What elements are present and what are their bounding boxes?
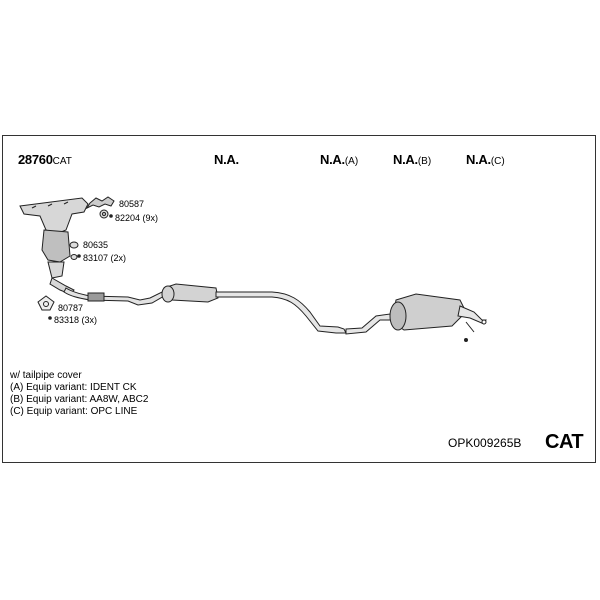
column-header-2: N.A.(A) xyxy=(320,152,359,167)
bullet-83107-icon xyxy=(77,254,81,258)
main-part-number[interactable]: 28760CAT xyxy=(18,152,72,167)
nut-icon xyxy=(99,209,109,219)
column-header-3: N.A.(B) xyxy=(393,152,432,167)
part-label-82204[interactable]: 82204 (9x) xyxy=(115,213,159,223)
note-variant-c: (C) Equip variant: OPC LINE xyxy=(10,406,138,417)
bullet-83318-icon xyxy=(48,316,52,320)
column-header-1: N.A. xyxy=(214,152,239,167)
clamp-icon xyxy=(69,241,79,260)
bullet-82204-icon xyxy=(109,214,113,218)
part-label-80635[interactable]: 80635 xyxy=(83,240,109,250)
cat-badge: CAT xyxy=(545,431,584,453)
intermediate-pipe-icon xyxy=(215,291,393,335)
gasket-strip-icon xyxy=(85,196,115,210)
note-variant-b: (B) Equip variant: AA8W, ABC2 xyxy=(10,394,149,405)
triangular-gasket-icon xyxy=(37,295,55,311)
rear-silencer-icon xyxy=(389,293,487,342)
front-pipe-icon xyxy=(63,287,165,306)
middle-silencer-icon xyxy=(161,283,219,303)
part-label-80587[interactable]: 80587 xyxy=(119,199,145,209)
part-label-80787[interactable]: 80787 xyxy=(58,303,84,313)
diagram-frame xyxy=(2,135,596,463)
column-header-4: N.A.(C) xyxy=(466,152,505,167)
set-code: OPK009265B xyxy=(448,436,522,450)
note-variant-a: (A) Equip variant: IDENT CK xyxy=(10,382,137,393)
part-label-83318[interactable]: 83318 (3x) xyxy=(54,315,98,325)
note-tailpipe: w/ tailpipe cover xyxy=(10,370,82,381)
part-label-83107[interactable]: 83107 (2x) xyxy=(83,253,127,263)
